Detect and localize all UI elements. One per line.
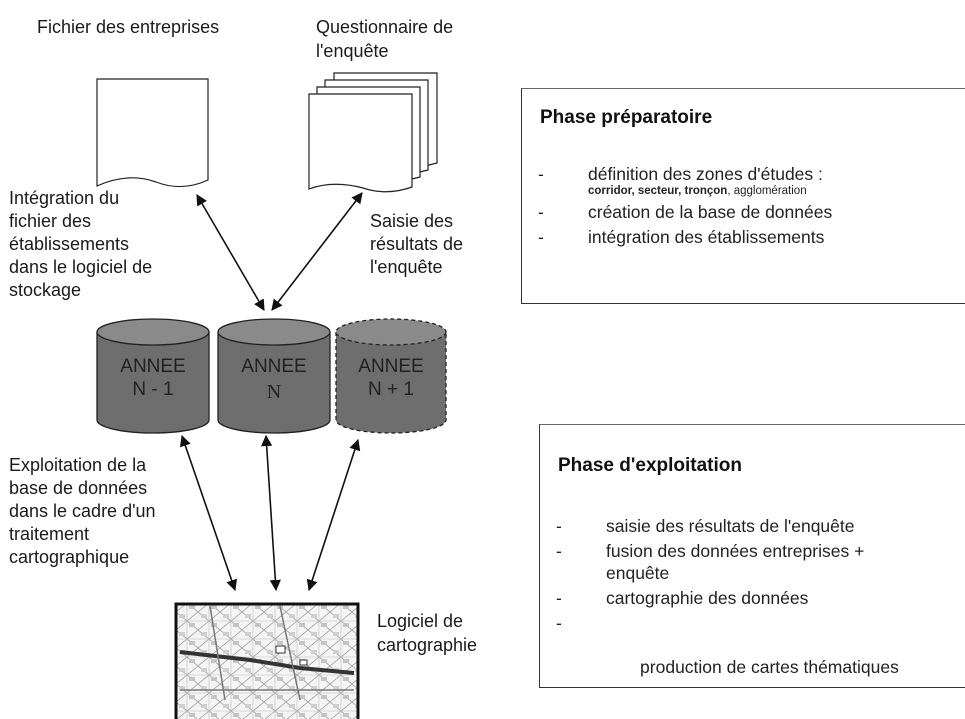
integration-line-3: établissements [9,234,130,254]
arrow-db2-to-map [261,434,281,592]
prep-item-3-dash: - [538,227,544,247]
prep-item-3: - intégration des établissements [538,226,832,248]
prep-item-2-text: création de la base de données [588,202,833,222]
cylinder-2-line2: N [267,381,281,403]
cylinder-n [217,318,331,434]
exp-item-2: - fusion des données entreprises + enquê… [556,540,906,584]
exploitation-line-4: traitement [9,524,90,544]
exp-item-4-text: production de cartes thématiques [635,657,899,677]
cylinder-1-line1: ANNEE [120,356,185,377]
phase-exploitation-box: Phase d'exploitation - saisie des résult… [539,424,965,688]
exp-item-3-text: cartographie des données [606,588,809,608]
phase-exploitation-list: - saisie des résultats de l'enquête - fu… [556,515,906,703]
exp-item-4-dash: - [556,613,562,633]
prep-item-1-sub-bold: corridor, secteur, tronçon [588,185,728,197]
exp-item-1: - saisie des résultats de l'enquête [556,515,906,537]
prep-item-1-dash: - [538,164,544,184]
arrow-questionnaire-to-db [271,192,363,311]
logiciel-line-2: cartographie [377,635,478,655]
integration-line-2: fichier des [9,211,92,231]
cylinder-n-plus-1 [335,318,447,434]
prep-item-3-text: intégration des établissements [588,227,825,247]
cylinder-1-line2: N - 1 [132,379,173,400]
cylinder-3-line2: N + 1 [368,379,414,400]
integration-line-1: Intégration du [9,188,120,208]
prep-item-2: - création de la base de données [538,201,832,223]
phase-preparatoire-list: - définition des zones d'études : corrid… [538,163,832,251]
exp-item-3-dash: - [556,588,562,608]
arrow-db3-to-map [306,438,361,592]
exploitation-line-2: base de données [9,478,148,498]
cylinder-2-line1: ANNEE [241,356,306,377]
arrow-db1-to-map [179,434,238,592]
phase-exploitation-title: Phase d'exploitation [558,455,742,476]
prep-item-1-text: définition des zones d'études : [588,164,823,184]
saisie-line-3: l'enquête [370,257,443,277]
file-document-icon [96,78,209,188]
prep-item-1-sub: corridor, secteur, tronçon, agglomératio… [588,185,832,198]
cylinder-n-minus-1 [96,318,210,434]
integration-line-5: stockage [9,280,82,300]
exp-item-4: - production de cartes thématiques [556,612,906,700]
phase-preparatoire-box: Phase préparatoire - définition des zone… [521,88,965,304]
exp-item-1-dash: - [556,516,562,536]
prep-item-1-sub-plain: , agglomération [727,185,807,197]
saisie-line-1: Saisie des [370,211,454,231]
exp-item-3: - cartographie des données [556,587,906,609]
prep-item-2-dash: - [538,202,544,222]
questionnaire-label-line1: Questionnaire de [316,17,454,37]
exploitation-line-3: dans le cadre d'un [9,501,156,521]
prep-item-1: - définition des zones d'études : corrid… [538,163,832,198]
questionnaire-label-line2: l'enquête [316,41,389,61]
exp-item-2-dash: - [556,541,562,561]
file-label: Fichier des entreprises [37,17,220,37]
integration-line-4: dans le logiciel de [9,257,153,277]
exp-item-2-text: fusion des données entreprises + enquête [606,541,865,583]
questionnaire-stack-icon [308,72,438,193]
saisie-line-2: résultats de [370,234,464,254]
exp-item-1-text: saisie des résultats de l'enquête [606,516,855,536]
exploitation-line-1: Exploitation de la [9,455,147,475]
arrow-file-to-db [196,194,265,311]
cylinder-3-line1: ANNEE [358,356,423,377]
exploitation-line-5: cartographique [9,547,130,567]
map-thumbnail [174,602,360,719]
logiciel-line-1: Logiciel de [377,611,464,631]
phase-preparatoire-title: Phase préparatoire [540,107,713,128]
